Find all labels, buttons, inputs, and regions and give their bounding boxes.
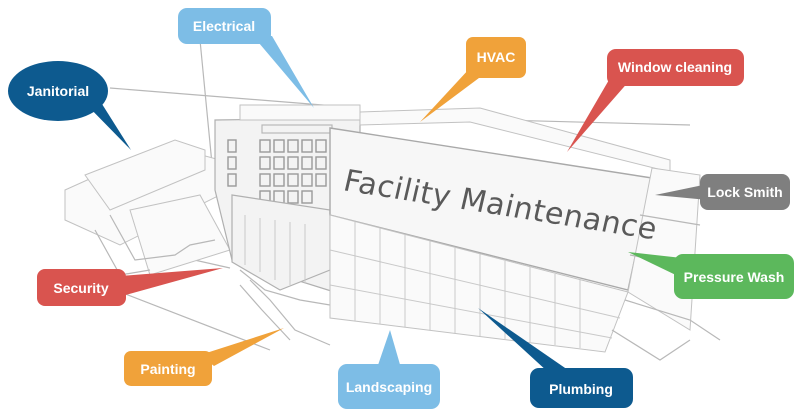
callout-pressure-wash[interactable]: Pressure Wash — [628, 252, 794, 299]
callout-painting[interactable]: Painting — [124, 328, 284, 386]
callout-label: Security — [53, 280, 108, 296]
callout-lock-smith[interactable]: Lock Smith — [655, 174, 790, 210]
callout-landscaping[interactable]: Landscaping — [338, 330, 440, 409]
curtain-wall — [329, 214, 629, 353]
callout-pointer — [628, 252, 682, 278]
callout-pointer — [655, 184, 708, 200]
callout-label: HVAC — [477, 49, 516, 65]
callout-window-cleaning[interactable]: Window cleaning — [567, 49, 744, 152]
callout-label: Plumbing — [549, 381, 613, 397]
callout-box — [466, 37, 526, 78]
callout-security[interactable]: Security — [37, 268, 223, 306]
callout-hvac[interactable]: HVAC — [420, 37, 526, 122]
callout-pointer — [478, 308, 568, 372]
callout-box — [338, 364, 440, 409]
callout-label: Janitorial — [27, 83, 89, 99]
callout-box — [700, 174, 790, 210]
callout-pointer — [253, 36, 314, 108]
callout-pointer — [567, 73, 630, 152]
callout-plumbing[interactable]: Plumbing — [478, 308, 633, 408]
callout-electrical[interactable]: Electrical — [178, 8, 314, 108]
entrance-block — [231, 194, 331, 346]
callout-box — [178, 8, 271, 44]
callout-pointer — [420, 68, 487, 122]
callout-pointer — [377, 330, 401, 368]
callout-box — [124, 351, 212, 386]
callout-label: Window cleaning — [618, 59, 732, 75]
callout-pointer — [82, 100, 131, 150]
callout-pointer — [200, 328, 284, 366]
callout-box — [674, 254, 794, 299]
callout-label: Pressure Wash — [684, 269, 785, 285]
callout-label: Landscaping — [346, 379, 432, 395]
callout-box — [530, 368, 633, 408]
callout-box — [37, 269, 126, 306]
callout-label: Painting — [140, 361, 195, 377]
callout-pointer — [120, 268, 223, 296]
callout-bubble — [8, 61, 108, 121]
callout-label: Lock Smith — [707, 184, 782, 200]
left-annex — [64, 139, 231, 276]
callout-label: Electrical — [193, 18, 255, 34]
callout-box — [607, 49, 744, 86]
callout-janitorial[interactable]: Janitorial — [8, 61, 131, 150]
